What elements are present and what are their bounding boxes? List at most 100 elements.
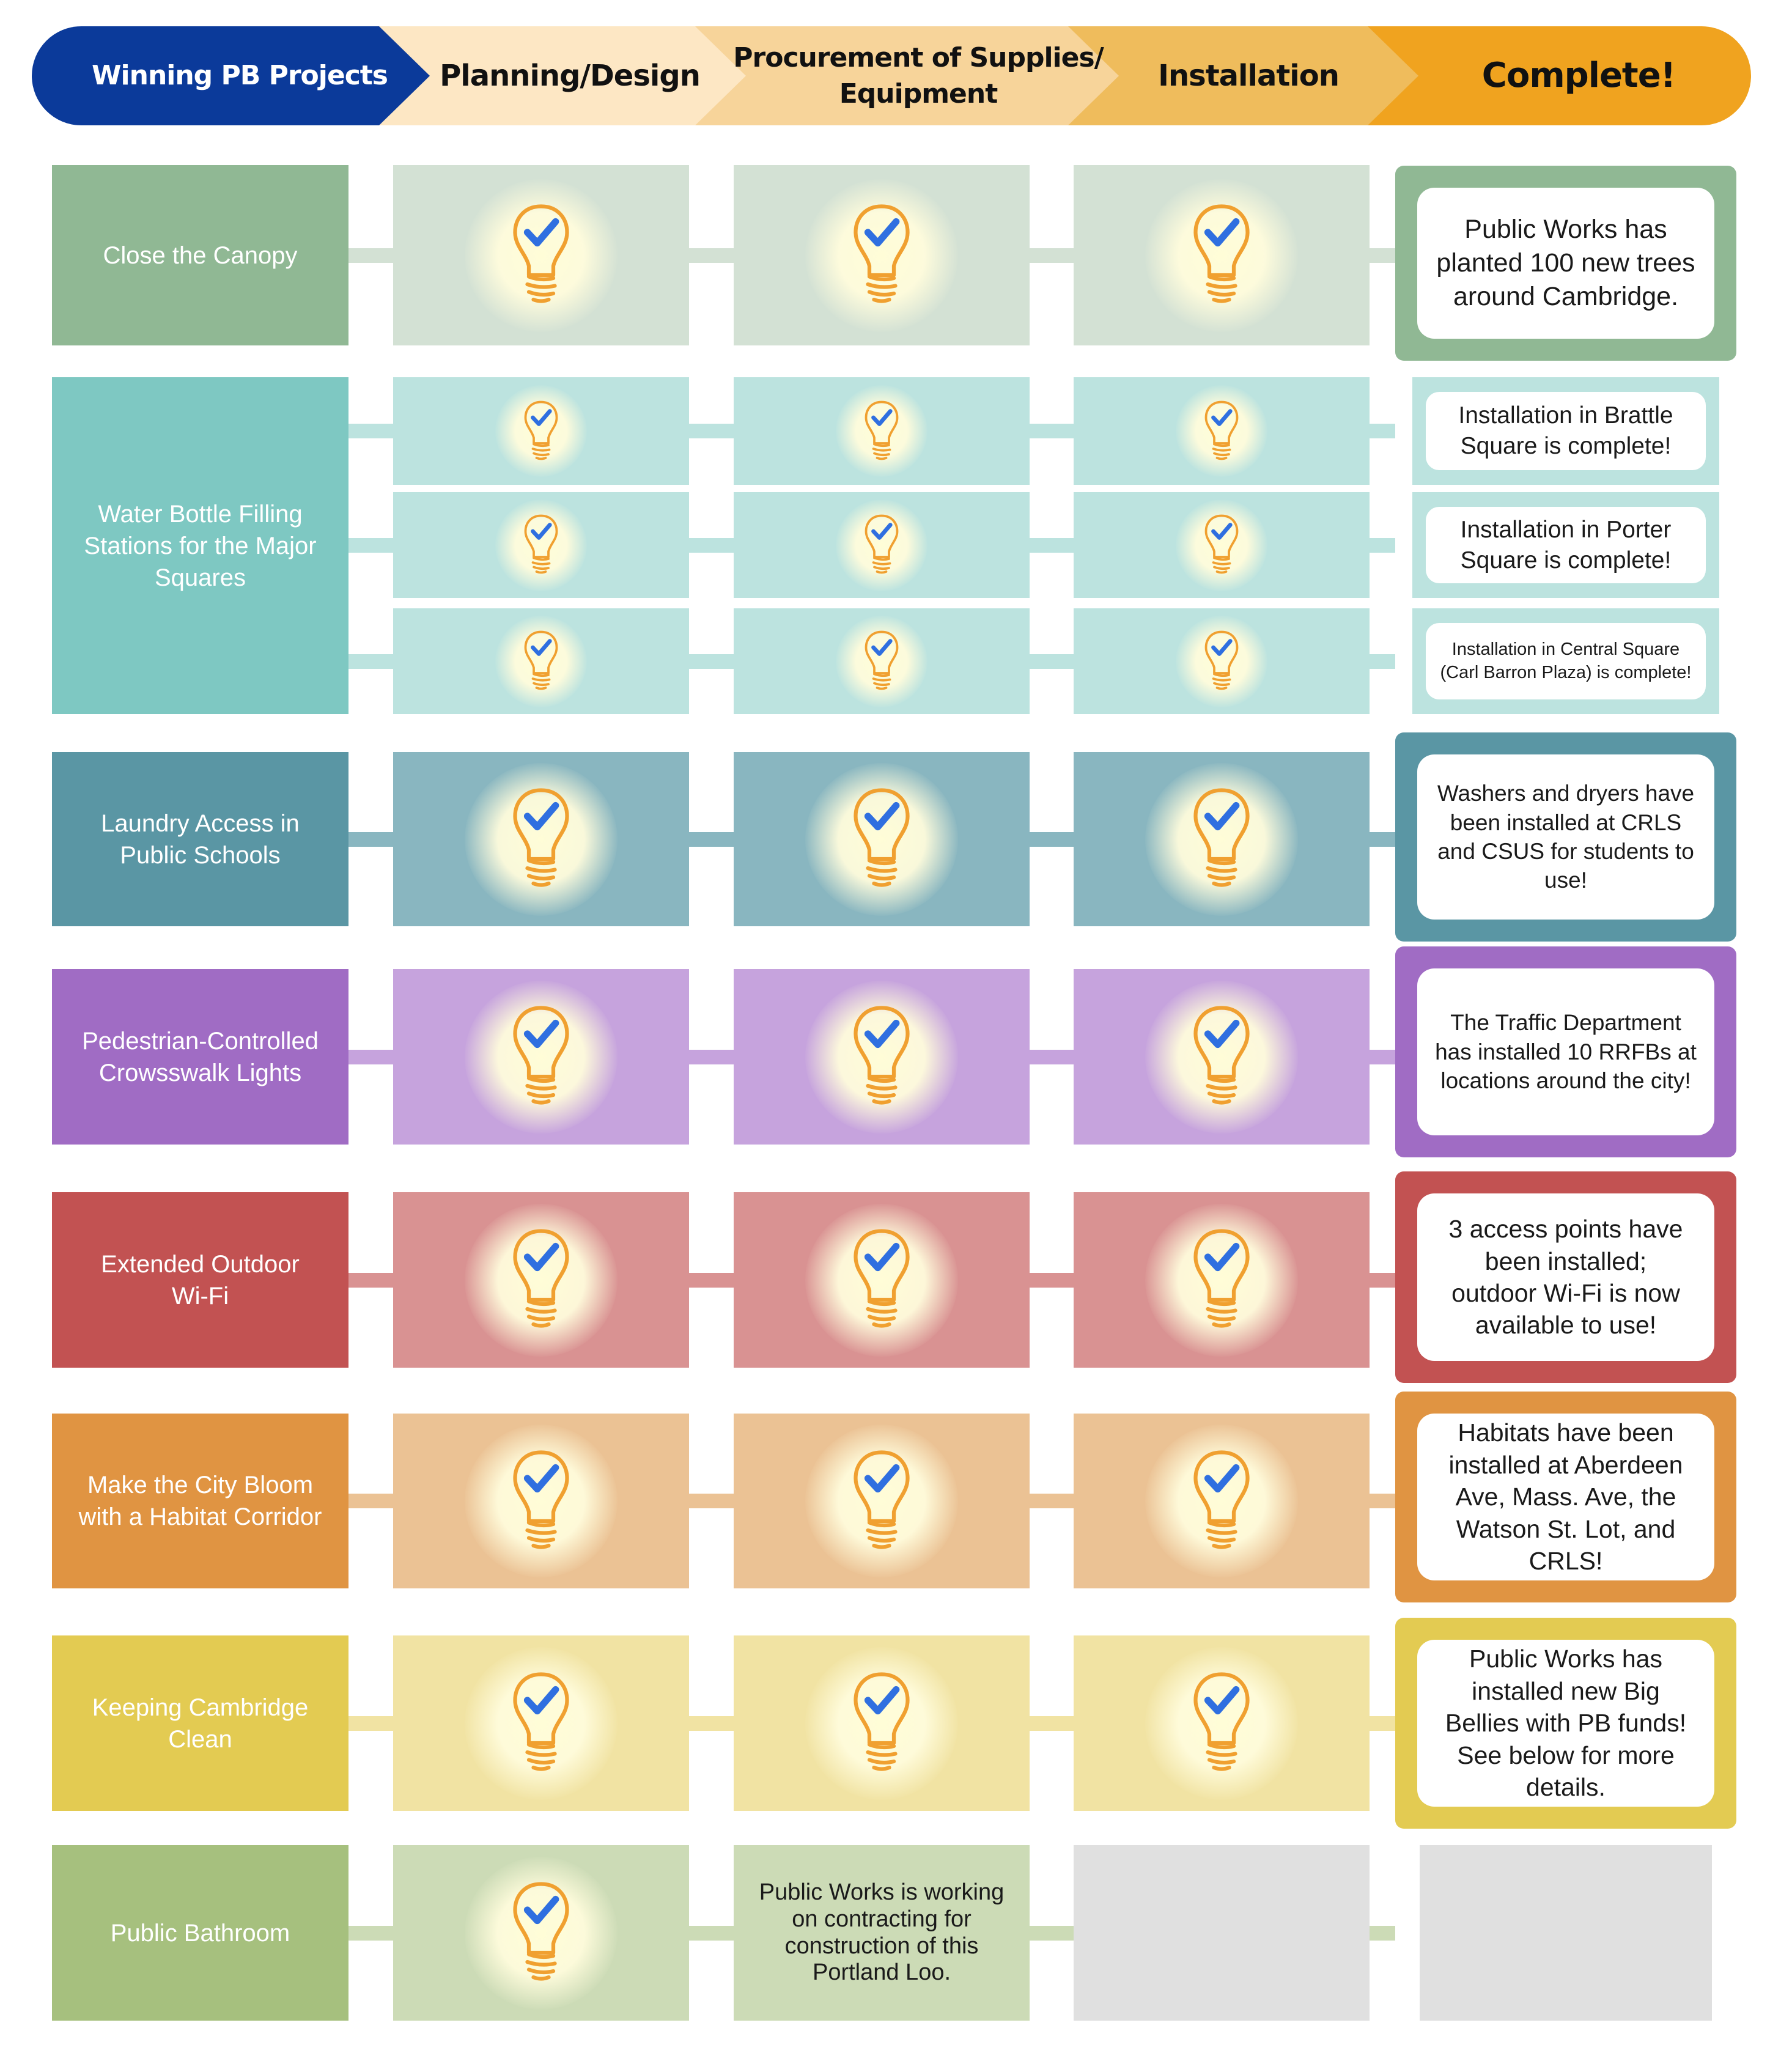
project-name: Laundry Access in Public Schools (52, 752, 348, 926)
stage-cell-procurement (734, 165, 1030, 345)
lightbulb-check-icon (851, 202, 912, 312)
stage-arrow-planning (350, 26, 746, 125)
project-name: Keeping Cambridge Clean (52, 1635, 348, 1811)
stage-cell-planning (393, 752, 689, 926)
lightbulb-check-icon (523, 513, 559, 580)
lightbulb-check-icon (851, 1670, 912, 1780)
lightbulb-check-icon (511, 1003, 572, 1113)
stage-arrow-complete (1346, 26, 1751, 125)
stage-cell-planning (393, 1845, 689, 2021)
project-name: Extended Outdoor Wi-Fi (52, 1192, 348, 1368)
lightbulb-check-icon (511, 1448, 572, 1558)
stage-cell-planning (393, 165, 689, 345)
stage-cell-procurement (734, 1635, 1030, 1811)
stage-cell-installation (1074, 1192, 1370, 1368)
lightbulb-check-icon (1191, 202, 1252, 312)
stage-cell-procurement (734, 1192, 1030, 1368)
bulb-glow (836, 615, 927, 707)
stage-cell-installation (1074, 969, 1370, 1145)
bulb-glow (495, 385, 587, 477)
lightbulb-check-icon (523, 399, 559, 466)
bulb-glow (465, 1646, 618, 1800)
stage-cell-empty (1074, 1845, 1370, 2021)
bulb-glow (805, 1425, 958, 1577)
stage-cell-procurement (734, 492, 1030, 598)
lightbulb-check-icon (851, 1448, 912, 1558)
bulb-glow (805, 1203, 958, 1357)
lightbulb-check-icon (511, 786, 572, 896)
complete-cell-empty (1420, 1845, 1712, 2021)
bulb-glow (836, 499, 927, 591)
stage-cell-procurement (734, 608, 1030, 714)
stage-note-procurement: Public Works is working on contracting f… (734, 1845, 1030, 2021)
lightbulb-check-icon (1203, 513, 1240, 580)
bulb-glow (465, 762, 618, 916)
stage-cell-procurement (734, 969, 1030, 1145)
stage-arrow-installation (1041, 26, 1418, 125)
complete-note: Installation in Central Square (Carl Bar… (1426, 623, 1706, 699)
lightbulb-check-icon (863, 629, 900, 696)
stage-cell-planning (393, 969, 689, 1145)
bulb-glow (465, 1856, 618, 2010)
bulb-glow (1176, 385, 1267, 477)
complete-note: Public Works has planted 100 new trees a… (1417, 188, 1714, 339)
bulb-glow (1145, 179, 1298, 332)
stage-label-planning: Planning/Design (440, 58, 701, 93)
lightbulb-check-icon (1203, 629, 1240, 696)
stage-label-projects: Winning PB Projects (92, 60, 388, 92)
lightbulb-check-icon (1203, 399, 1240, 466)
stage-cell-planning (393, 1414, 689, 1588)
complete-note: Installation in Porter Square is complet… (1426, 507, 1706, 583)
bulb-glow (1145, 1646, 1298, 1800)
stage-header: Winning PB Projects Planning/Design Proc… (32, 26, 1751, 125)
project-name: Water Bottle Filling Stations for the Ma… (52, 377, 348, 714)
complete-note: 3 access points have been installed; out… (1417, 1193, 1714, 1361)
bulb-glow (1176, 615, 1267, 707)
lightbulb-check-icon (1191, 1448, 1252, 1558)
bulb-glow (1145, 1425, 1298, 1577)
complete-note: Public Works has installed new Big Belli… (1417, 1640, 1714, 1807)
lightbulb-check-icon (511, 202, 572, 312)
lightbulb-check-icon (1191, 1670, 1252, 1780)
lightbulb-check-icon (851, 1003, 912, 1113)
lightbulb-check-icon (1191, 1003, 1252, 1113)
stage-label-procurement: Procurement of Supplies/ Equipment (733, 42, 1104, 109)
lightbulb-check-icon (511, 1879, 572, 1989)
stage-label-complete: Complete! (1481, 56, 1676, 96)
bulb-glow (1145, 762, 1298, 916)
bulb-glow (805, 980, 958, 1134)
stage-cell-installation (1074, 492, 1370, 598)
lightbulb-check-icon (863, 513, 900, 580)
bulb-glow (465, 1425, 618, 1577)
stage-cell-installation (1074, 1414, 1370, 1588)
complete-note: Washers and dryers have been installed a… (1417, 754, 1714, 920)
complete-note: Habitats have been installed at Aberdeen… (1417, 1414, 1714, 1580)
bulb-glow (465, 980, 618, 1134)
bulb-glow (1176, 499, 1267, 591)
stage-arrow-procurement (665, 26, 1119, 125)
complete-note: The Traffic Department has installed 10 … (1417, 968, 1714, 1135)
bulb-glow (465, 1203, 618, 1357)
complete-note: Installation in Brattle Square is comple… (1426, 392, 1706, 470)
project-name: Make the City Bloom with a Habitat Corri… (52, 1414, 348, 1588)
bulb-glow (1145, 1203, 1298, 1357)
bulb-glow (805, 762, 958, 916)
lightbulb-check-icon (863, 399, 900, 466)
project-name: Pedestrian-Controlled Crowsswalk Lights (52, 969, 348, 1145)
lightbulb-check-icon (511, 1226, 572, 1336)
lightbulb-check-icon (851, 786, 912, 896)
stage-arrow-projects (32, 26, 430, 125)
bulb-glow (1145, 980, 1298, 1134)
stage-cell-planning (393, 1635, 689, 1811)
lightbulb-check-icon (523, 629, 559, 696)
bulb-glow (495, 615, 587, 707)
stage-cell-planning (393, 1192, 689, 1368)
stage-cell-planning (393, 608, 689, 714)
bulb-glow (805, 179, 958, 332)
stage-cell-planning (393, 377, 689, 485)
stage-cell-installation (1074, 165, 1370, 345)
stage-cell-procurement (734, 377, 1030, 485)
stage-arrows (32, 26, 1751, 125)
stage-cell-procurement (734, 1414, 1030, 1588)
project-name: Close the Canopy (52, 165, 348, 345)
